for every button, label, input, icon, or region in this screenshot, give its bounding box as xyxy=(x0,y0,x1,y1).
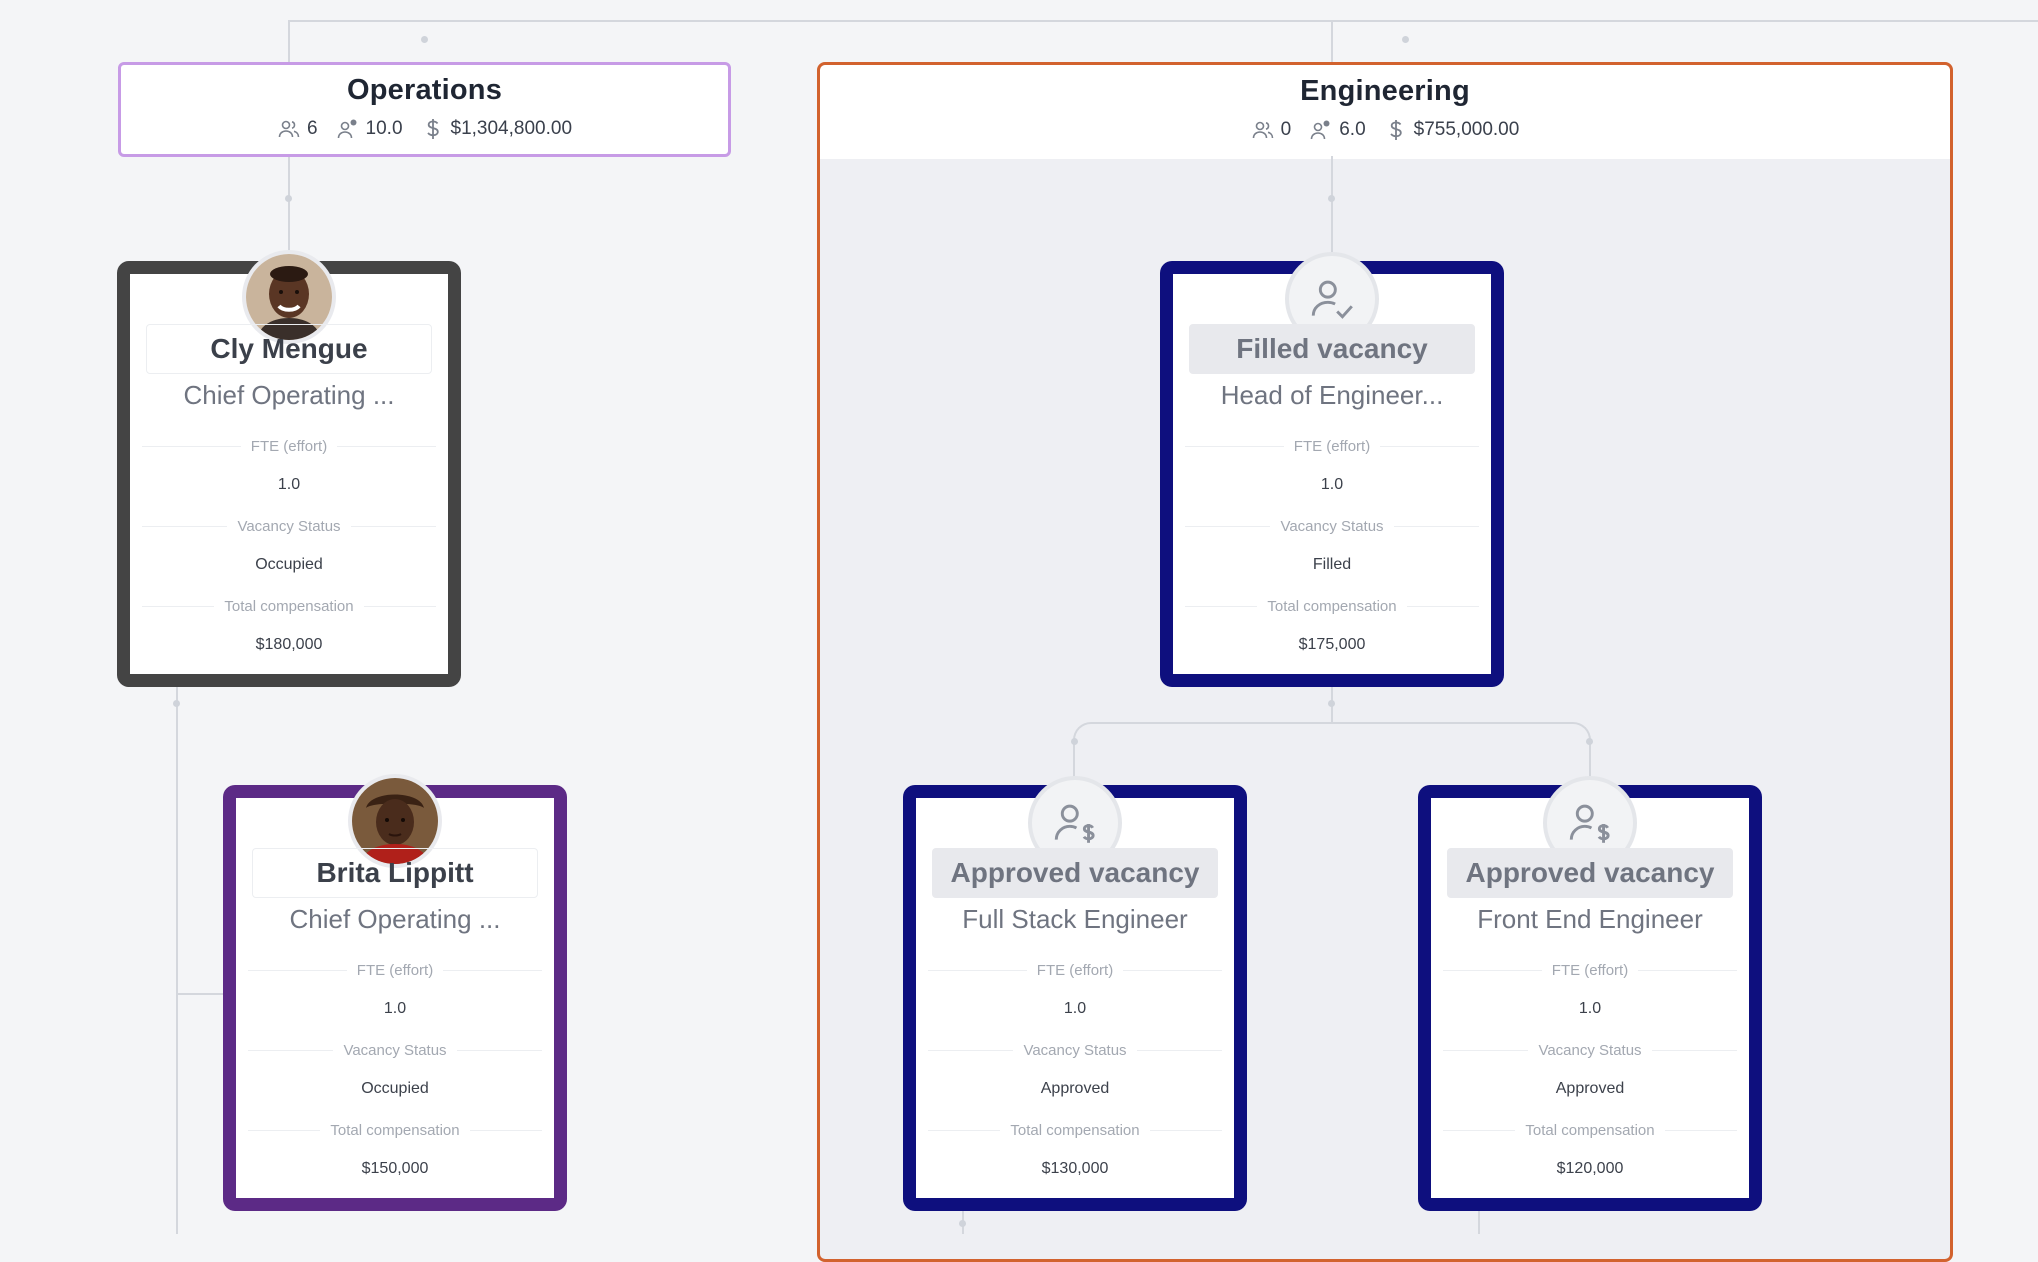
connector-dot xyxy=(285,195,292,202)
connector-ops-to-cly xyxy=(288,156,290,260)
fte-value: 1.0 xyxy=(277,476,301,493)
fte-label: FTE (effort) xyxy=(142,438,436,455)
card-body: Cly Mengue Chief Operating ... FTE (effo… xyxy=(130,254,448,674)
vacancy-status-label: Vacancy Status xyxy=(248,1042,542,1059)
connector-dot xyxy=(1071,738,1078,745)
connector-dot xyxy=(421,36,428,43)
headcount-stat: 6 xyxy=(277,117,318,141)
role-title: Chief Operating ... xyxy=(289,904,501,934)
vacancy-name: Approved vacancy xyxy=(1447,848,1733,898)
fte-label: FTE (effort) xyxy=(1443,962,1737,979)
vacancy-status-value: Occupied xyxy=(255,556,323,573)
fte-value: 1.0 xyxy=(1320,476,1344,493)
avatar xyxy=(352,778,438,864)
connector-dot xyxy=(173,700,180,707)
role-title: Head of Engineer... xyxy=(1220,380,1444,410)
headcount-stat: 0 xyxy=(1251,118,1292,142)
vacancy-card-full-stack-engineer[interactable]: Approved vacancy Full Stack Engineer FTE… xyxy=(903,780,1247,1211)
total-comp-value: $180,000 xyxy=(255,636,323,653)
total-comp-label: Total compensation xyxy=(928,1122,1222,1139)
vacancy-status-value: Approved xyxy=(1040,1080,1110,1097)
role-title: Chief Operating ... xyxy=(183,380,395,410)
fte-value: 10.0 xyxy=(365,118,403,139)
vacancy-status-value: Approved xyxy=(1555,1080,1625,1097)
connector-branch xyxy=(1073,722,1591,782)
card-body: Approved vacancy Full Stack Engineer FTE… xyxy=(916,780,1234,1198)
vacancy-card-head-of-engineering[interactable]: Filled vacancy Head of Engineer... FTE (… xyxy=(1160,256,1504,687)
vacancy-name: Filled vacancy xyxy=(1189,324,1475,374)
role-title: Full Stack Engineer xyxy=(962,904,1188,934)
connector-dot xyxy=(1328,195,1335,202)
total-comp-value: $120,000 xyxy=(1556,1160,1624,1177)
fte-value: 1.0 xyxy=(1578,1000,1602,1017)
card-body: Brita Lippitt Chief Operating ... FTE (e… xyxy=(236,778,554,1198)
budget-stat: $755,000.00 xyxy=(1384,118,1520,142)
avatar-image xyxy=(246,254,332,340)
total-comp-label: Total compensation xyxy=(1185,598,1479,615)
vacancy-status-label: Vacancy Status xyxy=(142,518,436,535)
total-comp-label: Total compensation xyxy=(1443,1122,1737,1139)
dept-stats: 0 6.0 $755,000.00 xyxy=(820,118,1950,142)
dollar-icon xyxy=(1389,120,1402,140)
people-icon xyxy=(278,120,300,138)
avatar xyxy=(246,254,332,340)
fte-value: 1.0 xyxy=(1063,1000,1087,1017)
connector-top xyxy=(288,20,2038,22)
connector-dot xyxy=(1586,738,1593,745)
operations-header[interactable]: Operations 6 10.0 $1,304,800.00 xyxy=(118,62,731,157)
person-card-brita-lippitt[interactable]: Brita Lippitt Chief Operating ... FTE (e… xyxy=(223,778,567,1211)
connector-dot xyxy=(1328,700,1335,707)
dept-stats: 6 10.0 $1,304,800.00 xyxy=(121,117,728,141)
fte-stat: 10.0 xyxy=(336,117,403,141)
vacancy-name: Approved vacancy xyxy=(932,848,1218,898)
vacancy-status-value: Filled xyxy=(1312,556,1352,573)
fte-stat: 6.0 xyxy=(1309,118,1366,142)
budget-value: $1,304,800.00 xyxy=(450,118,573,139)
fte-label: FTE (effort) xyxy=(248,962,542,979)
headcount-value: 6 xyxy=(306,118,318,139)
connector-top-eng-drop xyxy=(1331,20,1333,64)
connector-to-brita xyxy=(176,993,224,995)
fte-value: 6.0 xyxy=(1339,119,1366,140)
avatar-image xyxy=(352,778,438,864)
connector-eng-to-head xyxy=(1331,156,1333,260)
role-title: Front End Engineer xyxy=(1477,904,1703,934)
dept-title: Engineering xyxy=(1300,75,1470,107)
vacancy-status-label: Vacancy Status xyxy=(928,1042,1222,1059)
vacancy-status-label: Vacancy Status xyxy=(1185,518,1479,535)
budget-value: $755,000.00 xyxy=(1413,119,1520,140)
dollar-icon xyxy=(426,119,439,139)
person-name: Brita Lippitt xyxy=(252,848,538,898)
budget-stat: $1,304,800.00 xyxy=(421,117,573,141)
vacancy-status-label: Vacancy Status xyxy=(1443,1042,1737,1059)
vacancy-status-value: Occupied xyxy=(361,1080,429,1097)
connector-dot xyxy=(959,1220,966,1227)
card-body: Filled vacancy Head of Engineer... FTE (… xyxy=(1173,256,1491,674)
connector-top-left-drop xyxy=(288,20,290,64)
card-body: Approved vacancy Front End Engineer FTE … xyxy=(1431,780,1749,1198)
total-comp-label: Total compensation xyxy=(142,598,436,615)
connector-frontend-down xyxy=(1478,1208,1480,1234)
person-gauge-icon xyxy=(1310,120,1330,140)
fte-value: 1.0 xyxy=(383,1000,407,1017)
connector-dot xyxy=(1402,36,1409,43)
person-card-cly-mengue[interactable]: Cly Mengue Chief Operating ... FTE (effo… xyxy=(117,254,461,687)
person-name: Cly Mengue xyxy=(146,324,432,374)
engineering-header[interactable]: Engineering 0 6.0 $755,000.00 xyxy=(820,65,1950,159)
fte-label: FTE (effort) xyxy=(1185,438,1479,455)
fte-label: FTE (effort) xyxy=(928,962,1222,979)
total-comp-value: $130,000 xyxy=(1041,1160,1109,1177)
people-icon xyxy=(1252,121,1273,139)
person-gauge-icon xyxy=(337,119,357,139)
total-comp-label: Total compensation xyxy=(248,1122,542,1139)
dept-title: Operations xyxy=(346,74,503,106)
total-comp-value: $175,000 xyxy=(1298,636,1366,653)
vacancy-card-front-end-engineer[interactable]: Approved vacancy Front End Engineer FTE … xyxy=(1418,780,1762,1211)
headcount-value: 0 xyxy=(1280,119,1292,140)
connector-cly-down xyxy=(176,684,178,1234)
total-comp-value: $150,000 xyxy=(361,1160,429,1177)
